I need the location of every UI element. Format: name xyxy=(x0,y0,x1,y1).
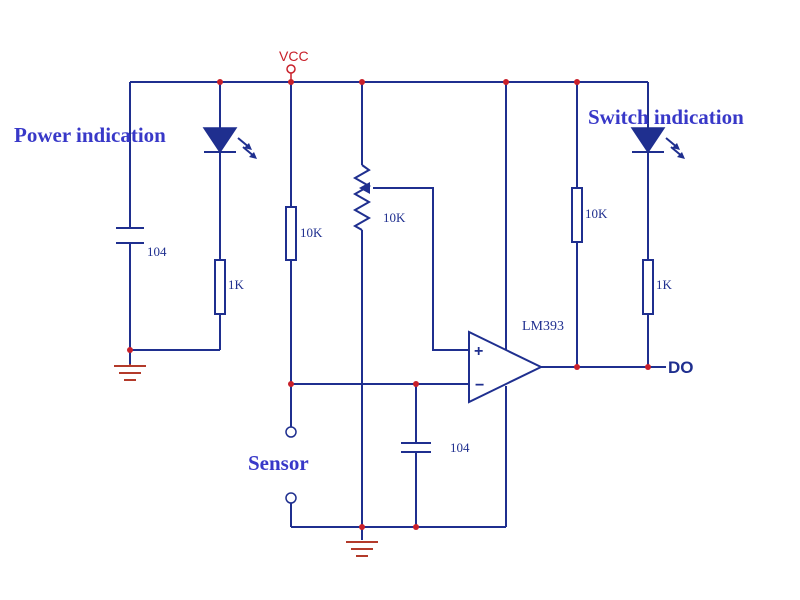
sensor-terminal-top xyxy=(285,426,297,438)
resistor-switch-led xyxy=(642,259,654,315)
do-output-label: DO xyxy=(668,358,694,377)
junction-dot xyxy=(217,79,223,85)
junction-dot xyxy=(645,364,651,370)
power-indication-label: Power indication xyxy=(14,123,166,147)
comparator-triangle xyxy=(468,330,544,404)
sensor-label: Sensor xyxy=(248,451,309,475)
minus-input-label: − xyxy=(475,377,484,394)
comparator-lm393: + − xyxy=(468,330,544,404)
capacitor-c2 xyxy=(401,442,431,453)
plus-input-label: + xyxy=(474,343,483,360)
wires xyxy=(129,81,666,540)
vcc-label: VCC xyxy=(279,48,309,64)
junction-dot xyxy=(359,79,365,85)
vcc-terminal xyxy=(286,64,296,74)
r-switch-led-value: 1K xyxy=(656,277,673,292)
c2-value: 104 xyxy=(450,440,470,455)
potentiometer xyxy=(352,164,372,231)
junction-dot xyxy=(574,364,580,370)
junction-dot xyxy=(127,347,133,353)
pot-value: 10K xyxy=(383,210,406,225)
r-power-led-value: 1K xyxy=(228,277,245,292)
c1-value: 104 xyxy=(147,244,167,259)
chip-label: LM393 xyxy=(522,319,564,334)
light-emission-icon xyxy=(665,137,685,159)
light-emission-icon xyxy=(237,137,257,159)
wiper-arrow-icon xyxy=(359,182,370,194)
sensor-terminal-bottom xyxy=(285,492,297,504)
switch-indication-label: Switch indication xyxy=(588,105,744,129)
junction-dot xyxy=(359,524,365,530)
junction-dot xyxy=(574,79,580,85)
junction-dot xyxy=(413,524,419,530)
ground-icon xyxy=(114,364,146,381)
capacitor-c1 xyxy=(116,227,144,244)
power-led xyxy=(202,127,257,159)
r-divider-value: 10K xyxy=(300,225,323,240)
junction-dot xyxy=(288,381,294,387)
junction-dot xyxy=(413,381,419,387)
switch-led xyxy=(630,127,685,159)
r-pullup-value: 10K xyxy=(585,206,608,221)
resistor-divider xyxy=(285,206,297,261)
ground-icon xyxy=(346,541,378,557)
junction-dots xyxy=(127,79,651,530)
resistor-pullup xyxy=(571,187,583,243)
resistor-power-led xyxy=(214,259,226,315)
junction-dot xyxy=(503,79,509,85)
